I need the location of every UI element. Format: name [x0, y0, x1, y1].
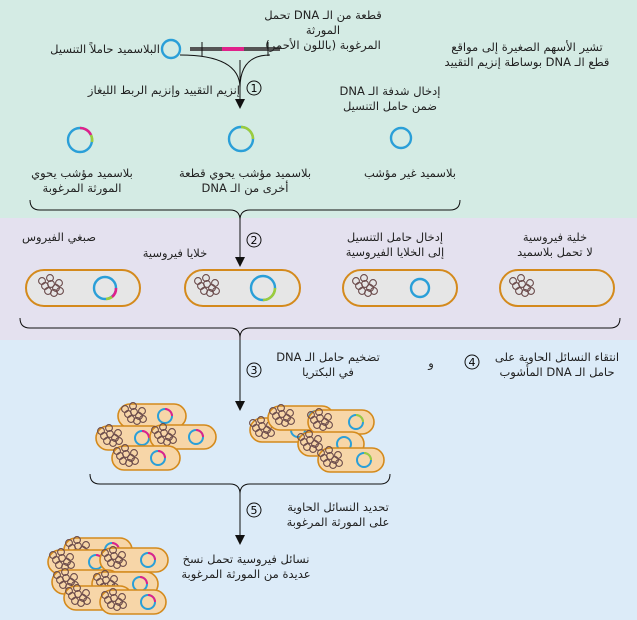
step-3-marker [246, 362, 262, 378]
viral-cell-no-plasmid [499, 269, 615, 307]
label-dna-fragment: قطعة من الـ DNA تحمل المورثة المرغوبة (ب… [264, 8, 382, 52]
label-viral-chromosome: صبغي الفيروس [22, 230, 96, 244]
plasmid-vector-icon [160, 38, 182, 60]
label-amplify: تضخيم حامل الـ DNA في البكتريا [276, 350, 380, 379]
label-identify: تحديد النسائل الحاوية على المورثة المرغو… [286, 500, 390, 529]
dna-fragment [190, 42, 280, 56]
step-3-number: 3 [251, 364, 258, 377]
viral-cell-non-recombinant [342, 269, 458, 307]
bacteria-cluster-right [249, 404, 385, 473]
bracket-2 [19, 317, 621, 339]
step-1-marker [246, 80, 262, 96]
label-cell-no-plasmid: خلية فيروسية لا تحمل بلاسميد [517, 230, 593, 259]
bracket-1 [29, 199, 461, 221]
label-and: و [428, 356, 434, 370]
label-non-recombinant: بلاسميد غير مؤشب [363, 166, 457, 180]
bacteria-cluster-left [95, 402, 217, 471]
label-recombinant-other: بلاسميد مؤشب يحوي قطعة أخرى من الـ DNA [178, 166, 312, 195]
step-1-number: 1 [251, 82, 258, 95]
step-5-number: 5 [251, 504, 258, 517]
bracket-3 [89, 473, 391, 495]
step-5-marker [246, 502, 262, 518]
label-plasmid-vector: البلاسميد حاملاً التنسيل [50, 42, 160, 56]
step-4-number: 4 [469, 356, 476, 369]
label-final: نسائل فيروسية تحمل نسخ عديدة من المورثة … [181, 552, 311, 581]
recombinant-plasmid-other-icon [227, 125, 255, 153]
label-recombinant-gene: بلاسميد مؤشب يحوي المورثة المرغوبة [31, 166, 133, 195]
bacteria-cluster-final [47, 536, 169, 615]
step-4-marker [464, 354, 480, 370]
step-2-marker [246, 232, 262, 248]
label-insert-dna: إدخال شدفة الـ DNA ضمن حامل التنسيل [339, 84, 441, 113]
step-2-number: 2 [251, 234, 258, 247]
viral-cell-gene [25, 269, 141, 307]
step-1-panel [0, 0, 637, 218]
label-arrow-note: تشير الأسهم الصغيرة إلى مواقع قطع الـ DN… [444, 40, 610, 69]
label-select-colonies: انتقاء النسائل الحاوية على حامل الـ DNA … [494, 350, 620, 379]
label-enzymes: إنزيم التقييد وإنزيم الربط الليغاز [87, 83, 240, 97]
viral-cell-other [184, 269, 301, 307]
non-recombinant-plasmid-icon [389, 126, 413, 150]
recombinant-plasmid-gene-icon [66, 126, 94, 154]
label-viral-cells: خلايا فيروسية [142, 246, 208, 260]
label-insert-vector: إدخال حامل التنسيل إلى الخلايا الفيروسية [345, 230, 445, 259]
